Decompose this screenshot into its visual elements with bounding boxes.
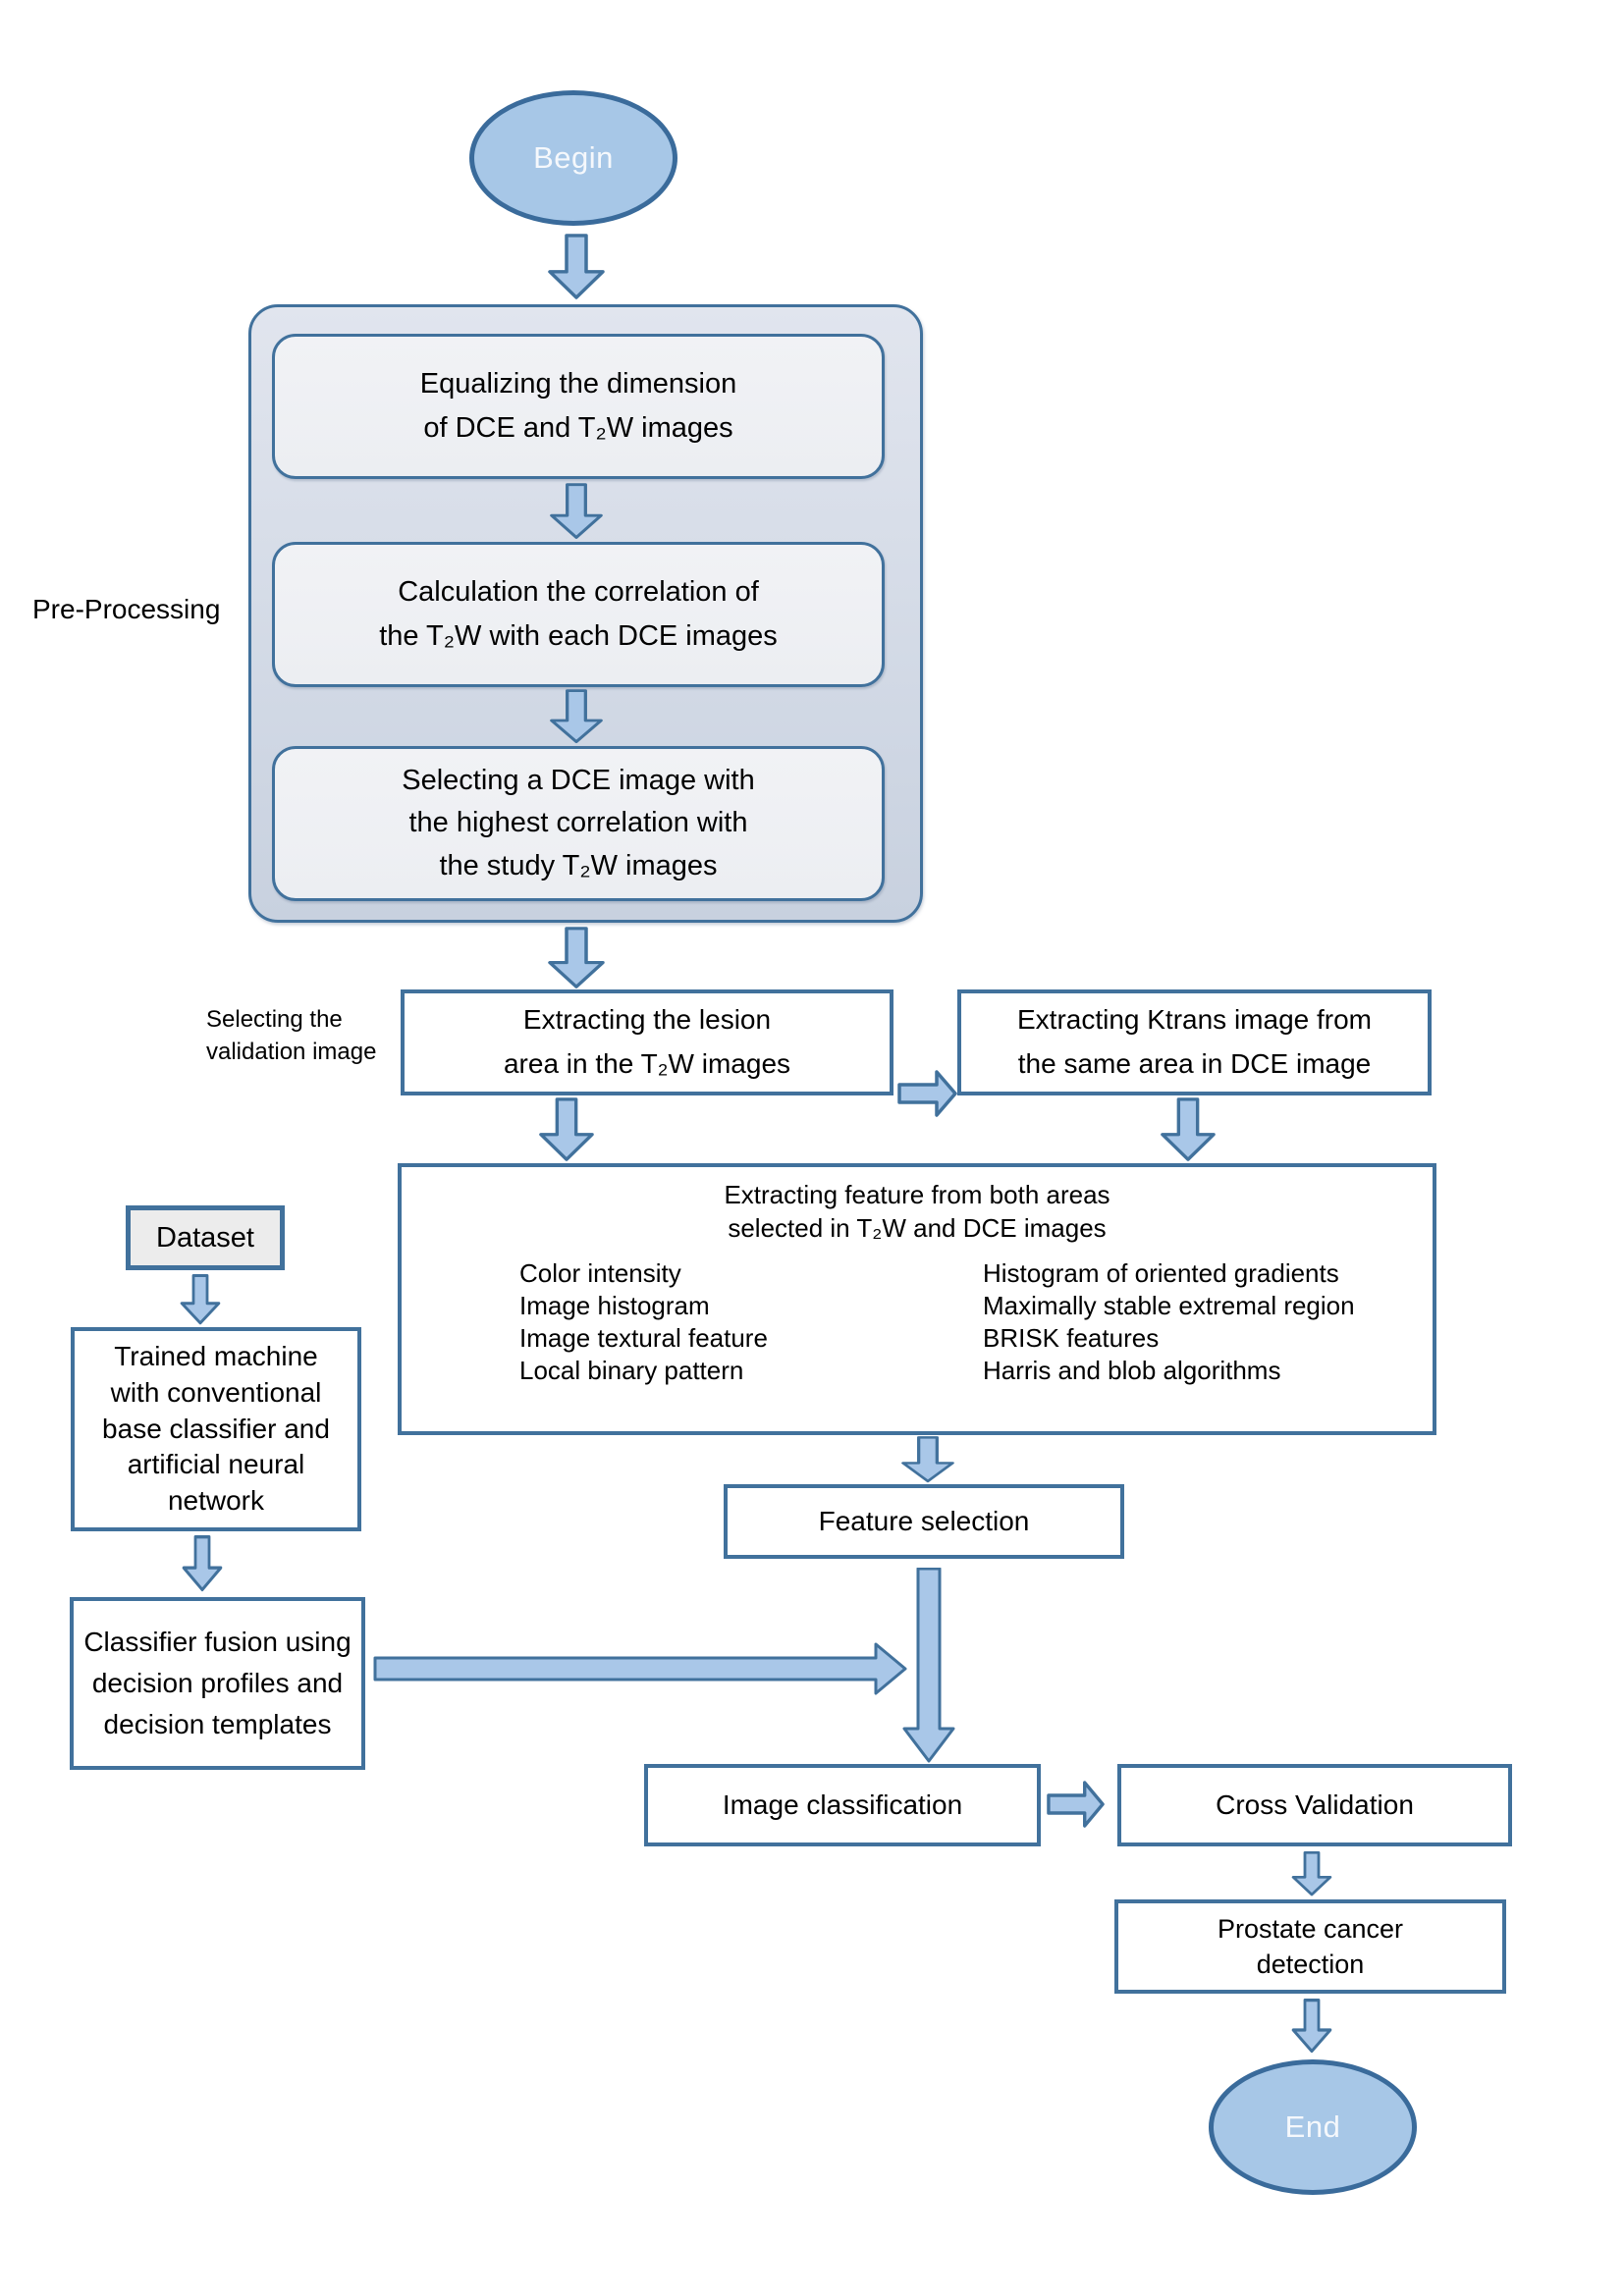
feature-extraction-title: Extracting feature from both areas selec… <box>724 1180 1110 1243</box>
classifier-fusion-label: Classifier fusion using decision profile… <box>83 1627 352 1739</box>
extract-lesion-step: Extracting the lesion area in the T₂W im… <box>401 989 893 1095</box>
arrow-detection-to-end-icon <box>1291 1999 1332 2054</box>
cross-validation-step: Cross Validation <box>1117 1764 1512 1846</box>
trained-machine-step: Trained machine with conventional base c… <box>71 1327 361 1531</box>
cross-validation-label: Cross Validation <box>1216 1789 1414 1821</box>
prostate-detection-step: Prostate cancer detection <box>1114 1899 1506 1994</box>
arrow-begin-to-preprocessing-icon <box>547 234 606 300</box>
pre-processing-label: Pre-Processing <box>32 594 221 624</box>
feature-item: Histogram of oriented gradients <box>983 1258 1339 1288</box>
arrow-fusion-to-classification-icon <box>373 1641 908 1696</box>
classifier-fusion-step: Classifier fusion using decision profile… <box>70 1597 365 1770</box>
calculation-step: Calculation the correlation of the T₂W w… <box>272 542 885 687</box>
arrow-lesion-to-features-icon <box>538 1097 595 1162</box>
feature-selection-step: Feature selection <box>724 1484 1124 1559</box>
extract-ktrans-step: Extracting Ktrans image from the same ar… <box>957 989 1432 1095</box>
arrow-ktrans-to-features-icon <box>1160 1097 1217 1162</box>
equalizing-step: Equalizing the dimension of DCE and T₂W … <box>272 334 885 479</box>
begin-label: Begin <box>533 140 614 175</box>
calculation-label: Calculation the correlation of the T₂W w… <box>379 576 778 652</box>
extract-ktrans-label: Extracting Ktrans image from the same ar… <box>1016 1004 1373 1079</box>
feature-item: Image histogram <box>519 1291 710 1320</box>
selecting-dce-step: Selecting a DCE image with the highest c… <box>272 746 885 901</box>
selecting-validation-label: Selecting the validation image <box>206 1006 377 1066</box>
feature-item: Local binary pattern <box>519 1356 744 1385</box>
feature-extraction-step: Extracting feature from both areas selec… <box>398 1163 1436 1435</box>
feature-selection-label: Feature selection <box>818 1506 1030 1537</box>
feature-item: Maximally stable extremal region <box>983 1291 1355 1320</box>
end-label: End <box>1284 2109 1341 2144</box>
arrow-preprocessing-to-lesion-icon <box>547 927 606 989</box>
arrow-features-to-selection-icon <box>900 1436 955 1483</box>
image-classification-label: Image classification <box>722 1789 963 1821</box>
feature-item: BRISK features <box>983 1323 1160 1353</box>
arrow-crossvalidation-to-detection-icon <box>1291 1851 1332 1896</box>
feature-list-left: Color intensity Image histogram Image te… <box>519 1257 768 1387</box>
dataset-label: Dataset <box>156 1221 254 1254</box>
selecting-dce-label: Selecting a DCE image with the highest c… <box>402 764 755 881</box>
feature-item: Image textural feature <box>519 1323 768 1353</box>
trained-machine-label: Trained machine with conventional base c… <box>102 1340 330 1517</box>
feature-list-right: Histogram of oriented gradients Maximall… <box>983 1257 1355 1387</box>
dataset-node: Dataset <box>126 1205 285 1270</box>
arrow-calculation-to-selecting-icon <box>549 689 604 744</box>
arrow-dataset-to-trained-icon <box>180 1274 221 1325</box>
arrow-trained-to-fusion-icon <box>182 1535 223 1592</box>
equalizing-label: Equalizing the dimension of DCE and T₂W … <box>419 368 737 444</box>
image-classification-step: Image classification <box>644 1764 1041 1846</box>
arrow-selection-to-classification-icon <box>902 1568 955 1764</box>
feature-item: Harris and blob algorithms <box>983 1356 1281 1385</box>
begin-terminal: Begin <box>469 90 677 226</box>
end-terminal: End <box>1209 2059 1417 2195</box>
extract-lesion-label: Extracting the lesion area in the T₂W im… <box>503 1004 791 1079</box>
feature-item: Color intensity <box>519 1258 681 1288</box>
arrow-classification-to-crossvalidation-icon <box>1047 1779 1106 1830</box>
arrow-equalizing-to-calculation-icon <box>549 483 604 540</box>
prostate-detection-label: Prostate cancer detection <box>1217 1913 1404 1979</box>
arrow-lesion-to-ktrans-icon <box>897 1068 958 1119</box>
